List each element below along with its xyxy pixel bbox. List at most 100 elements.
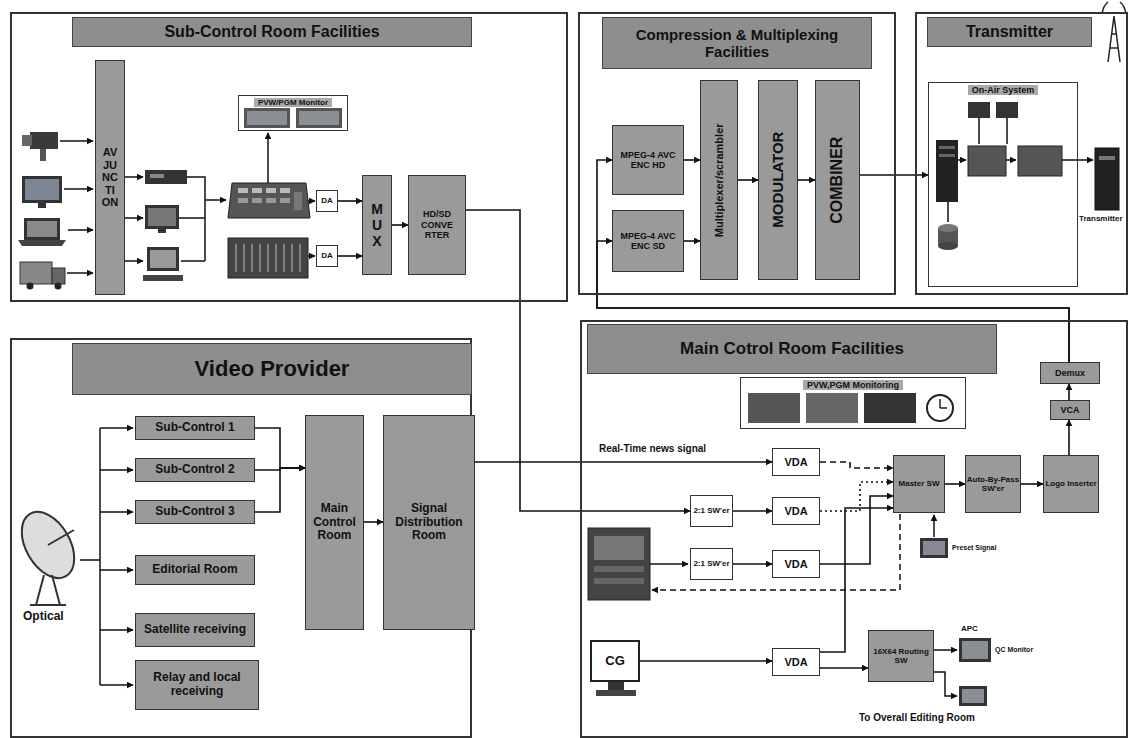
signal-label: Real-Time news signal xyxy=(598,443,707,455)
computer-icon xyxy=(143,275,183,281)
connector xyxy=(392,224,408,226)
monitor-wall xyxy=(296,108,342,128)
video-server xyxy=(588,528,650,600)
box-label: On-Air System xyxy=(968,85,1039,95)
equipment-box xyxy=(1018,146,1062,176)
signal-wire xyxy=(958,159,966,161)
connector xyxy=(798,179,815,181)
signal-wire xyxy=(100,427,133,429)
connector xyxy=(1021,483,1043,485)
box-label: Master SW xyxy=(899,479,940,488)
signal-wire xyxy=(100,684,133,686)
connector xyxy=(1068,384,1070,400)
box-label: MUX xyxy=(371,201,384,249)
box-label: VDA xyxy=(784,558,807,571)
video-switcher xyxy=(266,188,276,193)
connector xyxy=(820,462,893,468)
box-label: Demux xyxy=(1055,368,1085,378)
box-label: Satellite receiving xyxy=(144,623,246,637)
box-label: AV JUNCTION xyxy=(102,146,119,209)
demux-box: Demux xyxy=(1040,362,1100,384)
annotation-label: To Overall Editing Room xyxy=(858,712,976,724)
laptop-icon xyxy=(24,218,60,240)
vda-box: VDA xyxy=(772,550,820,578)
source-box: Sub-Control 1 xyxy=(135,416,255,440)
truck-icon xyxy=(20,262,52,284)
video-switcher xyxy=(280,198,290,203)
truck-icon xyxy=(55,283,62,290)
monitor-icon xyxy=(158,229,166,233)
storage-icon xyxy=(938,224,958,250)
box-label: DA xyxy=(321,251,333,260)
signal-wire xyxy=(181,260,205,262)
qc-monitor xyxy=(959,638,991,662)
connector xyxy=(733,563,772,565)
truck-icon xyxy=(27,283,34,290)
room-box: Main Control Room xyxy=(305,415,364,630)
workstation-icon xyxy=(968,102,990,118)
preset-monitor xyxy=(920,538,948,558)
box-label: Editorial Room xyxy=(152,563,237,577)
workstation-icon xyxy=(968,102,1018,118)
computer-icon xyxy=(147,247,179,271)
video-switcher xyxy=(238,198,248,203)
video-switcher xyxy=(280,188,290,193)
signal-wire xyxy=(933,515,935,537)
qc-monitor xyxy=(962,689,984,703)
signal-wire xyxy=(80,428,133,685)
panel-title: Sub-Control Room Facilities xyxy=(72,17,472,47)
signal-wire xyxy=(125,217,143,219)
source-box: Sub-Control 3 xyxy=(135,500,255,524)
transmitter-rack xyxy=(1095,148,1119,210)
computer-icon xyxy=(150,250,176,268)
storage-icon xyxy=(938,242,958,250)
computer-stand xyxy=(596,682,636,696)
signal-wire xyxy=(978,118,980,144)
signal-wire xyxy=(650,563,688,565)
connector xyxy=(364,521,383,523)
box-label: Multiplexer/scrambler xyxy=(713,123,726,237)
box-label: Logo Inserter xyxy=(1045,479,1096,488)
facility-panel: Main Cotrol Room FacilitiesPVW,PGM Monit… xyxy=(580,320,1128,738)
signal-wire xyxy=(100,469,133,471)
cg-screen: CG xyxy=(590,640,640,682)
converter-box: HD/SD CONVERTER xyxy=(408,175,466,275)
monitor-icon xyxy=(38,203,46,208)
monitor-icon xyxy=(145,205,179,233)
laptop-icon xyxy=(27,221,57,237)
video-switcher xyxy=(228,183,310,218)
monitor-wall xyxy=(806,393,858,423)
annotation-label: Optical xyxy=(22,610,65,624)
da-box: DA xyxy=(316,190,338,212)
panel-title: Compression & Multiplexing Facilities xyxy=(602,17,872,69)
box-label: VDA xyxy=(784,456,807,469)
video-server xyxy=(594,566,644,572)
signal-wire xyxy=(100,511,133,513)
signal-wire xyxy=(64,188,93,190)
connector xyxy=(738,179,758,181)
panel-title: Video Provider xyxy=(72,343,472,395)
signal-wire xyxy=(67,272,93,274)
satellite-dish xyxy=(11,503,85,605)
connector xyxy=(733,510,772,512)
server-rack xyxy=(936,140,958,202)
box-label: PVW,PGM Monitoring xyxy=(803,380,903,390)
truck-icon xyxy=(20,262,65,290)
monitor-wall xyxy=(940,399,947,408)
laptop-icon xyxy=(18,240,66,246)
computer-stand xyxy=(608,682,624,690)
da-box: DA xyxy=(316,245,338,267)
monitor-icon xyxy=(25,179,59,200)
switcher-box: 2:1 SW'er xyxy=(690,495,733,527)
monitor-box: PVW/PGM Monitor xyxy=(238,95,348,131)
box-label: DA xyxy=(321,196,333,205)
monitor-icon xyxy=(22,176,62,208)
video-switcher xyxy=(238,188,248,193)
preset-monitor xyxy=(920,538,948,558)
box-label: Sub-Control 3 xyxy=(155,505,234,519)
video-switcher xyxy=(228,183,310,218)
monitor-wall xyxy=(748,393,953,423)
signal-wire xyxy=(267,133,269,183)
box-label: COMBINER xyxy=(828,136,846,223)
workstation-icon xyxy=(996,102,1018,118)
